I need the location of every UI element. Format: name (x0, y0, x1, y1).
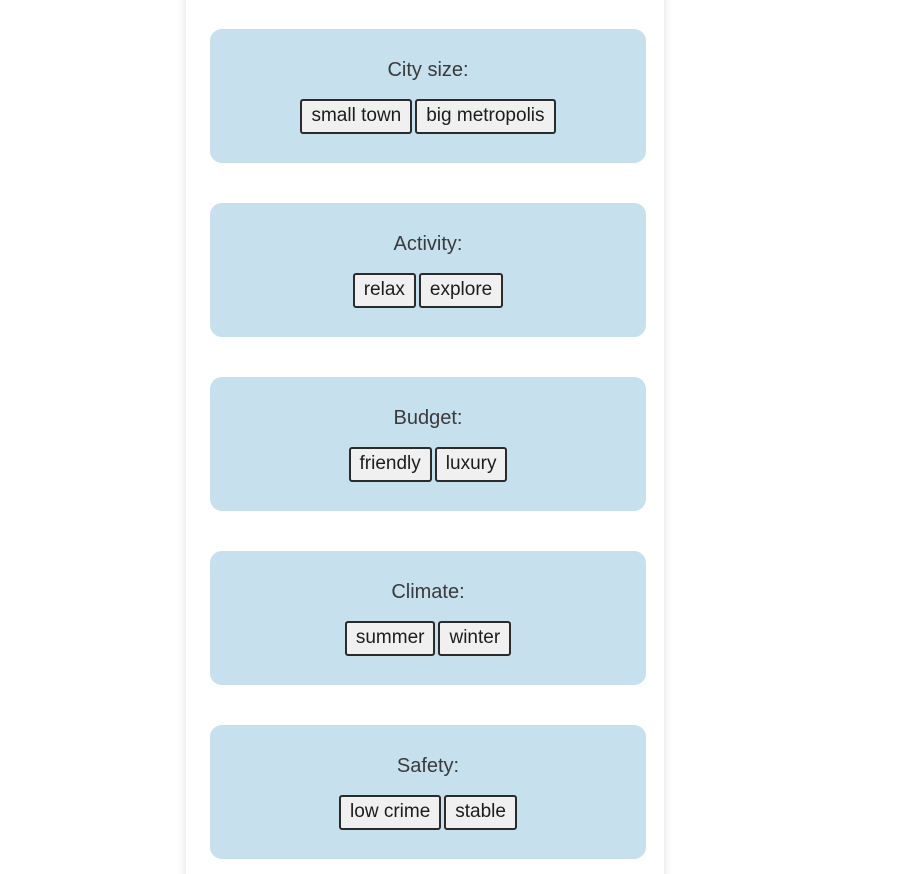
option-luxury-button[interactable]: luxury (434, 447, 508, 482)
option-stable-button[interactable]: stable (444, 795, 517, 830)
option-big-metropolis-button[interactable]: big metropolis (415, 99, 556, 134)
card-label: Budget: (393, 407, 463, 430)
option-explore-button[interactable]: explore (418, 273, 504, 308)
option-relax-button[interactable]: relax (352, 273, 416, 308)
option-low-crime-button[interactable]: low crime (339, 795, 442, 830)
option-winter-button[interactable]: winter (438, 621, 512, 656)
option-summer-button[interactable]: summer (344, 621, 436, 656)
card-label: Safety: (396, 755, 460, 778)
option-friendly-button[interactable]: friendly (348, 447, 432, 482)
card-label: City size: (387, 59, 469, 82)
card-label: Climate: (391, 581, 465, 604)
card-label: Activity: (393, 233, 463, 256)
option-small-town-button[interactable]: small town (300, 99, 413, 134)
